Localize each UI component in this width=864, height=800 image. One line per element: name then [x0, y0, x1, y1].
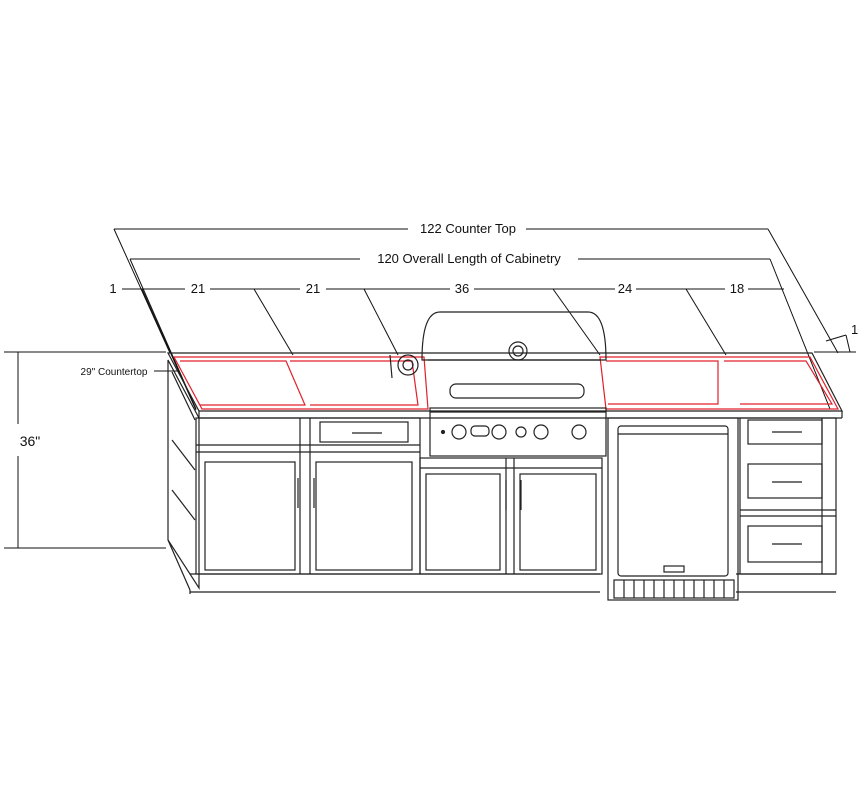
refrigerator: [607, 417, 739, 601]
grill-knob-3: [533, 424, 549, 440]
segment-label-3: 21: [306, 281, 320, 296]
countertop-red-outline: [172, 356, 840, 410]
segment-label-4: 36: [455, 281, 469, 296]
segment-label-5: 24: [618, 281, 632, 296]
countertop-height-label: 29" Countertop: [81, 367, 148, 378]
right-drawer-cabinet: [736, 417, 837, 593]
cabinet-left-side: [167, 359, 200, 594]
grill-knob-4: [571, 424, 587, 440]
segment-label-1: 1: [109, 281, 116, 296]
drawer-2: [747, 463, 823, 499]
rotisserie-icon: [397, 354, 419, 376]
grill-knob-1: [451, 424, 467, 440]
dimension-labels: 122 Counter Top 120 Overall Length of Ca…: [20, 221, 859, 449]
grill: [389, 311, 607, 457]
drawer-3: [747, 525, 823, 563]
left-cabinet-drawer: [319, 421, 409, 443]
grill-base-cabinet: [419, 457, 603, 575]
grill-handle: [449, 383, 585, 399]
counter-top-label: 122 Counter Top: [420, 221, 516, 236]
drawer-1: [747, 419, 823, 445]
side-overhang-label: 1: [851, 322, 858, 337]
thermometer-icon: [508, 341, 528, 361]
grill-knob-2: [491, 424, 507, 440]
overall-length-label: 120 Overall Length of Cabinetry: [377, 251, 561, 266]
segment-label-6: 18: [730, 281, 744, 296]
height-label: 36": [20, 433, 41, 449]
dimension-lines: [4, 228, 856, 549]
left-cabinets: [190, 417, 600, 593]
segment-label-2: 21: [191, 281, 205, 296]
